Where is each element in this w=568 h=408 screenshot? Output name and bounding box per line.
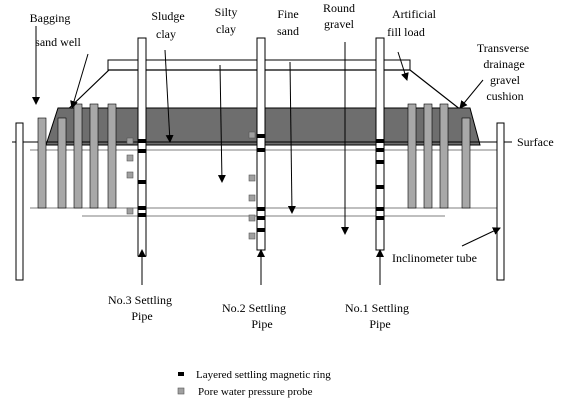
arrow-fine-sand — [287, 61, 296, 214]
label-fill-2: fill load — [387, 25, 425, 39]
magnetic-rings — [138, 134, 384, 232]
settling-pipe-3 — [137, 37, 147, 257]
label-bagging-2: sand well — [35, 35, 81, 49]
label-pipe1-1: No.1 Settling — [345, 301, 409, 315]
label-inclinometer: Inclinometer tube — [392, 251, 477, 265]
arrow-inclinometer — [461, 227, 501, 247]
sand-well — [407, 103, 417, 209]
magnetic-ring — [376, 216, 384, 220]
legend-ring-swatch — [178, 372, 184, 376]
label-pipe1-2: Pipe — [369, 317, 390, 331]
legend-probe-swatch — [177, 387, 185, 395]
label-pipe2-1: No.2 Settling — [222, 301, 286, 315]
pore-pressure-probe — [248, 232, 256, 240]
pore-pressure-probe — [126, 137, 134, 145]
label-silty-1: Silty — [215, 5, 238, 19]
magnetic-ring — [376, 139, 384, 143]
pore-pressure-probe — [248, 174, 256, 182]
label-pipe3-2: Pipe — [131, 309, 152, 323]
label-cushion-4: cushion — [486, 89, 523, 103]
magnetic-ring — [257, 148, 265, 152]
label-cushion-3: gravel — [490, 73, 521, 87]
label-gravel-1: Round — [323, 1, 355, 15]
sand-well — [57, 117, 67, 209]
pore-pressure-probe — [126, 207, 134, 215]
label-sludge-2: clay — [156, 27, 176, 41]
label-cushion-2: drainage — [483, 57, 524, 71]
magnetic-ring — [257, 207, 265, 211]
sand-well — [107, 103, 117, 209]
sand-well — [73, 103, 83, 209]
inclinometer-tube-right — [496, 122, 505, 281]
magnetic-ring — [257, 134, 265, 138]
arrow-cushion — [459, 79, 484, 109]
pore-pressure-probe — [248, 214, 256, 222]
magnetic-ring — [257, 228, 265, 232]
pore-pressure-probe — [248, 131, 256, 139]
inclinometer-tube-left — [15, 122, 24, 281]
sand-wells — [37, 103, 471, 209]
sand-well — [37, 117, 47, 209]
label-pipe2-2: Pipe — [251, 317, 272, 331]
legend-probe-label: Pore water pressure probe — [198, 386, 313, 398]
arrow-fill-load — [397, 51, 409, 81]
magnetic-ring — [376, 207, 384, 211]
sand-well — [439, 103, 449, 209]
arrow-silty-clay — [217, 64, 226, 183]
arrow-sludge-clay — [164, 49, 174, 143]
sand-well — [89, 103, 99, 209]
magnetic-ring — [138, 180, 146, 184]
sand-well — [461, 117, 471, 209]
pore-pressure-probe — [126, 154, 134, 162]
magnetic-ring — [257, 216, 265, 220]
pore-pressure-probe — [126, 171, 134, 179]
magnetic-ring — [376, 148, 384, 152]
label-cushion-1: Transverse — [477, 41, 529, 55]
magnetic-ring — [138, 149, 146, 153]
label-gravel-2: gravel — [324, 17, 355, 31]
label-surface: Surface — [517, 135, 554, 149]
pore-pressure-probes — [126, 131, 256, 240]
magnetic-ring — [376, 185, 384, 189]
label-fill-1: Artificial — [392, 7, 437, 21]
label-bagging-1: Bagging — [30, 11, 71, 25]
arrow-bagging-2 — [70, 53, 89, 109]
label-fine-2: sand — [277, 24, 299, 38]
legend-ring-label: Layered settling magnetic ring — [196, 369, 331, 381]
pore-pressure-probe — [248, 194, 256, 202]
label-fine-1: Fine — [277, 7, 298, 21]
sand-well — [423, 103, 433, 209]
label-silty-2: clay — [216, 22, 236, 36]
magnetic-ring — [138, 213, 146, 217]
magnetic-ring — [376, 160, 384, 164]
label-sludge-1: Sludge — [151, 9, 184, 23]
label-pipe3-1: No.3 Settling — [108, 293, 172, 307]
magnetic-ring — [138, 206, 146, 210]
magnetic-ring — [138, 139, 146, 143]
